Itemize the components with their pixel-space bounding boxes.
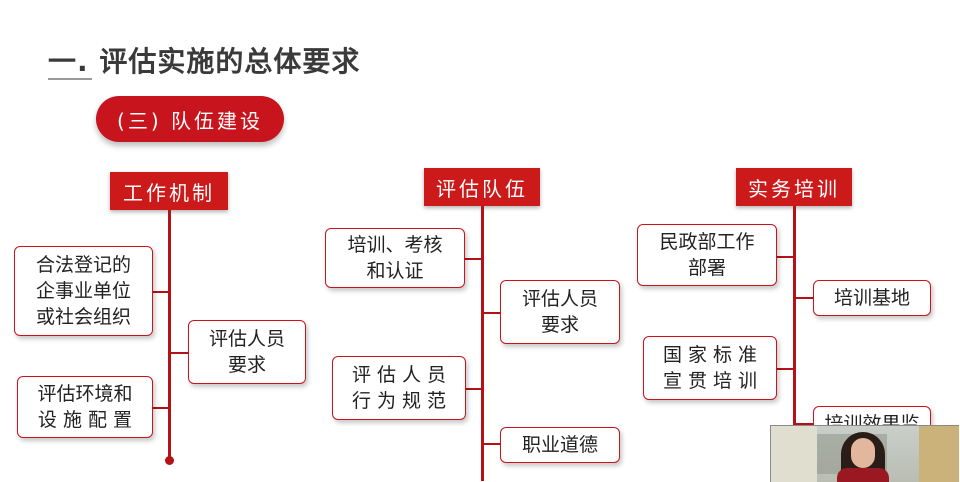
node-assessor-requirements-2: 评估人员 要求 xyxy=(500,280,620,344)
connector-line xyxy=(168,210,171,460)
connector-branch xyxy=(777,256,794,258)
node-training-certification: 培训、考核 和认证 xyxy=(325,228,465,288)
node-assessor-requirements: 评估人员 要求 xyxy=(188,320,306,384)
connector-branch xyxy=(465,258,482,260)
header-work-mechanism: 工作机制 xyxy=(110,172,228,210)
connector-dot xyxy=(165,456,174,465)
header-assessment-team: 评估队伍 xyxy=(424,168,540,206)
connector-branch xyxy=(153,291,169,293)
node-ministry-deployment: 民政部工作 部署 xyxy=(637,224,777,286)
node-conduct-norms: 评 估 人 员 行 为 规 范 xyxy=(332,356,466,420)
connector-branch xyxy=(482,312,501,314)
slide-title: 一. 评估实施的总体要求 xyxy=(48,40,360,80)
connector-branch xyxy=(794,297,813,299)
presenter-video xyxy=(770,425,959,482)
title-underline xyxy=(48,78,92,80)
connector-line xyxy=(481,206,484,481)
node-environment-facilities: 评估环境和 设 施 配 置 xyxy=(17,376,153,438)
node-national-standard-training: 国 家 标 准 宣 贯 培 训 xyxy=(643,336,777,400)
connector-branch xyxy=(777,368,794,370)
header-practical-training: 实务培训 xyxy=(736,168,852,206)
node-legal-entity: 合法登记的 企事业单位 或社会组织 xyxy=(14,246,153,336)
connector-branch xyxy=(465,388,482,390)
node-professional-ethics: 职业道德 xyxy=(500,427,620,463)
connector-branch xyxy=(482,443,501,445)
connector-branch xyxy=(169,352,189,354)
node-training-base: 培训基地 xyxy=(813,280,931,316)
connector-branch xyxy=(153,407,169,409)
section-pill: (三) 队伍建设 xyxy=(96,96,284,142)
